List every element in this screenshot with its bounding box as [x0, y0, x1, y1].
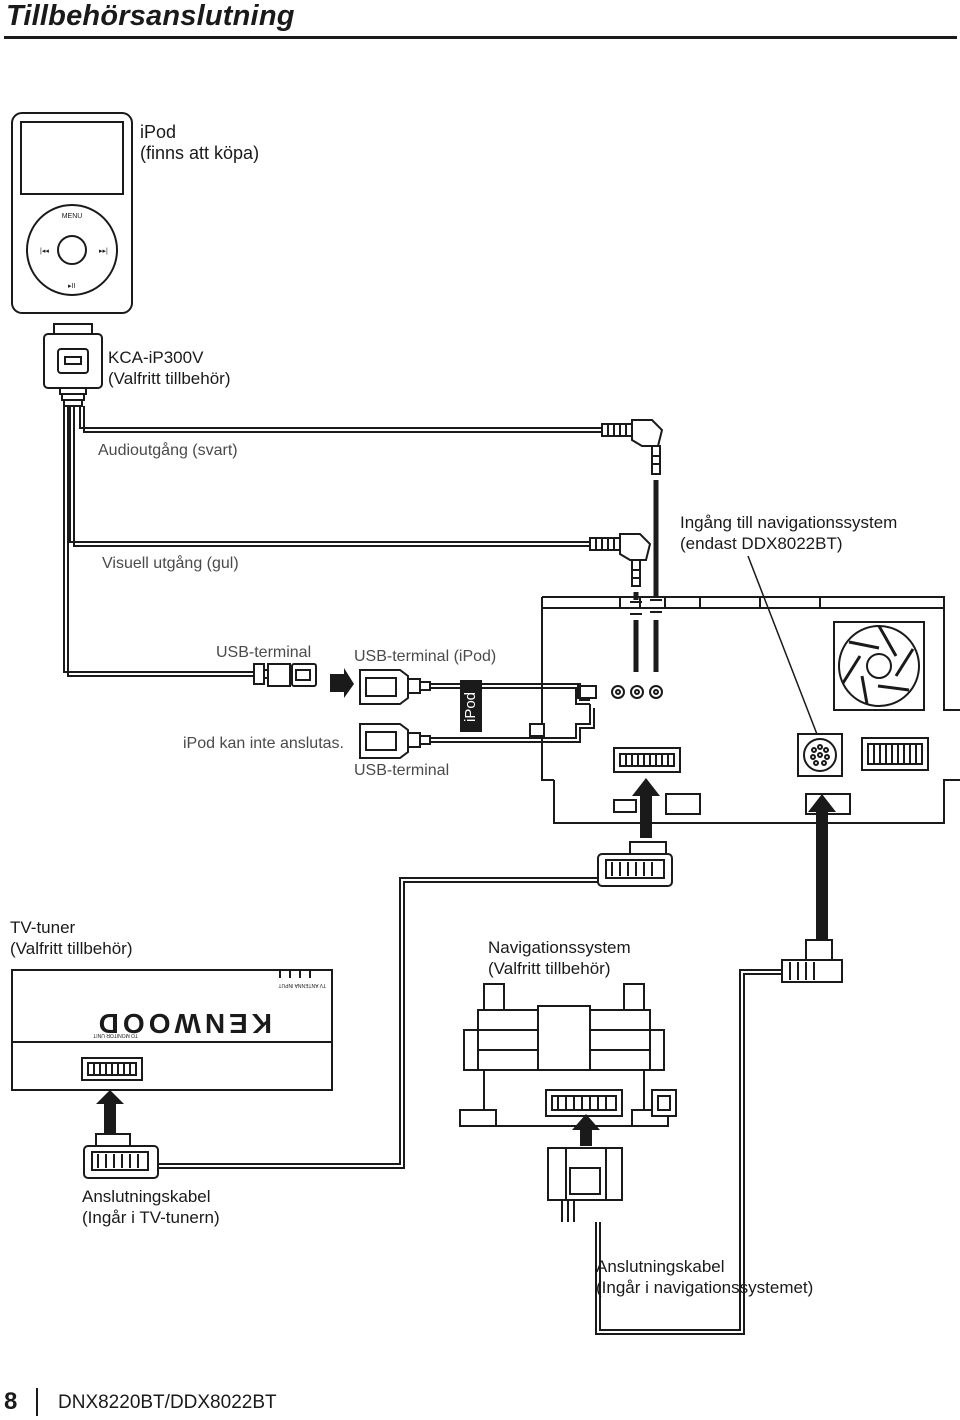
usb-terminal-label-1: USB-terminal: [216, 644, 312, 661]
nav-sub: (Valfritt tillbehör): [488, 959, 611, 978]
ipod-cannot-label: iPod kan inte anslutas.: [183, 735, 344, 752]
audio-out-label: Audioutgång (svart): [98, 442, 238, 459]
head-unit: [529, 596, 960, 824]
usb-ipod-socket: [359, 669, 590, 705]
ipod-tag: [460, 680, 482, 732]
ipod-tag-label: iPod: [462, 691, 479, 723]
ipod-menu-text: MENU: [62, 213, 83, 220]
nav-input-sub: (endast DDX8022BT): [680, 534, 843, 553]
tv-cable-end: [83, 1133, 159, 1179]
page-number: 8: [4, 1388, 18, 1415]
navigation-device: [459, 983, 677, 1127]
kca-label: KCA-iP300V (Valfritt tillbehör): [108, 347, 231, 389]
cable-nav-title: Anslutningskabel: [596, 1257, 725, 1276]
nav-input-title: Ingång till navigationssystem: [680, 513, 898, 532]
nav-system-label: Navigationssystem (Valfritt tillbehör): [488, 937, 631, 979]
nav-cable-connector: [595, 939, 843, 1335]
cable-tv-sub: (Ingår i TV-tunern): [82, 1208, 220, 1227]
svg-text:▸▸|: ▸▸|: [99, 248, 108, 255]
cable-tv-title: Anslutningskabel: [82, 1187, 211, 1206]
usb-terminal-ipod-label: USB-terminal (iPod): [354, 648, 497, 665]
tv-tuner-device: KENWOOD TV ANTENNA INPUT TO MONITOR UNIT: [11, 969, 333, 1091]
title-rule: [4, 36, 957, 39]
visual-plug: [589, 533, 652, 587]
tv-antenna-text: TV ANTENNA INPUT: [278, 982, 326, 988]
kca-sub: (Valfritt tillbehör): [108, 369, 231, 388]
usb-terminal-label-2: USB-terminal: [354, 762, 450, 779]
to-monitor-text: TO MONITOR UNIT: [93, 1032, 138, 1038]
footer-divider: [36, 1388, 38, 1416]
kca-title: KCA-iP300V: [108, 348, 204, 367]
kenwood-logo: KENWOOD: [95, 1008, 272, 1039]
tv-sub: (Valfritt tillbehör): [10, 939, 133, 958]
svg-text:|◂◂: |◂◂: [40, 248, 49, 255]
ipod-title: iPod: [140, 122, 177, 142]
nav-title: Navigationssystem: [488, 938, 631, 957]
visual-cable: [69, 406, 602, 543]
visual-out-label: Visuell utgång (gul): [102, 555, 239, 572]
audio-plug: [601, 419, 664, 475]
usb-cable: [63, 406, 254, 673]
page-title: Tillbehörsanslutning: [6, 0, 295, 32]
cable-nav-label: Anslutningskabel (Ingår i navigationssys…: [596, 1256, 813, 1298]
svg-text:▸II: ▸II: [68, 283, 75, 290]
usb-socket-lower: [359, 704, 595, 759]
ipod-device: MENU |◂◂ ▸▸| ▸II: [11, 112, 133, 314]
tv-tuner-label: TV-tuner (Valfritt tillbehör): [10, 917, 133, 959]
model-name: DNX8220BT/DDX8022BT: [58, 1392, 277, 1413]
tv-cable-connector: [154, 841, 673, 1169]
nav-cable-end: [547, 1147, 623, 1222]
cable-tv-label: Anslutningskabel (Ingår i TV-tunern): [82, 1186, 220, 1228]
cable-nav-sub: (Ingår i navigationssystemet): [596, 1278, 814, 1297]
tv-title: TV-tuner: [10, 918, 76, 937]
usb-plug: [253, 663, 317, 687]
kca-connector: [43, 323, 103, 407]
ipod-label: iPod (finns att köpa): [140, 122, 259, 164]
ipod-sub: (finns att köpa): [140, 143, 260, 163]
nav-input-label: Ingång till navigationssystem (endast DD…: [680, 512, 897, 554]
